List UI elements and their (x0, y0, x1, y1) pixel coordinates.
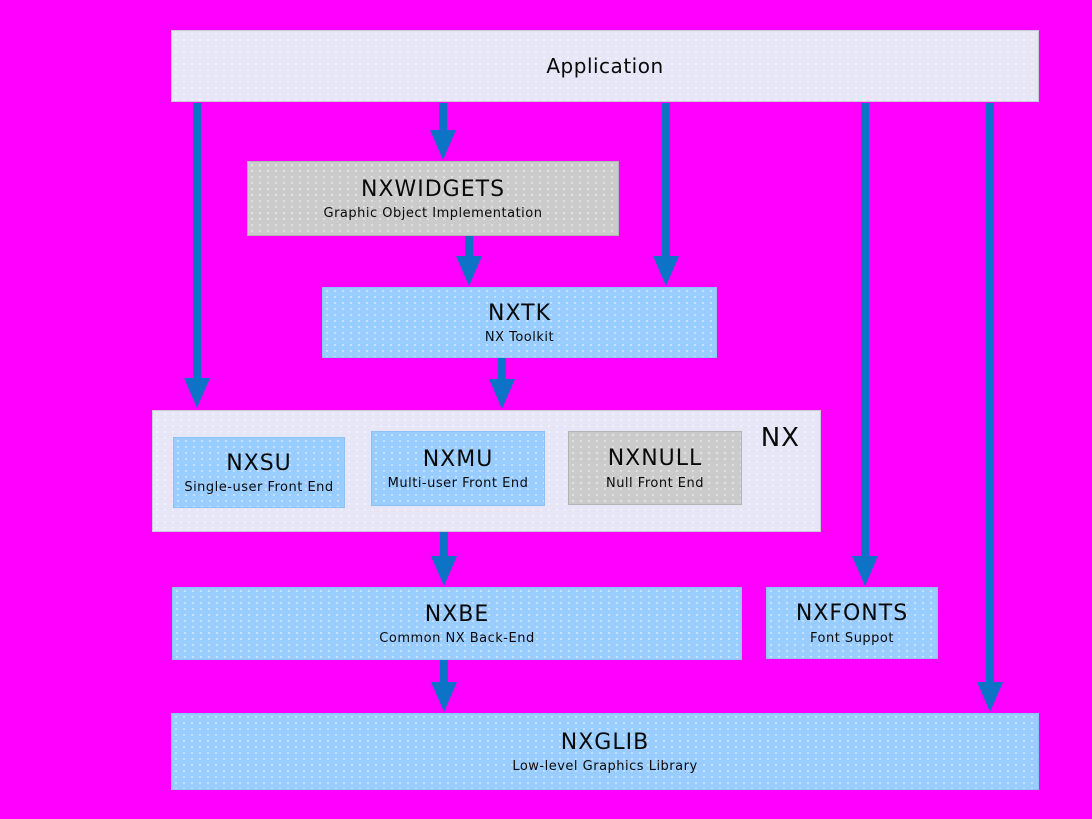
arrow-shaft (498, 358, 506, 379)
node-nxtk-label: NXTK (487, 300, 551, 326)
node-nxfonts: NXFONTS Font Suppot (766, 587, 938, 659)
arrow-application-to-nxwidgets (430, 103, 456, 160)
node-application: Application (171, 30, 1039, 102)
arrow-shaft (440, 660, 448, 682)
node-nxglib-label: NXGLIB (560, 729, 650, 755)
node-nxnull-sublabel: Null Front End (605, 475, 705, 491)
arrow-head-icon (489, 379, 515, 409)
node-nxsu-sublabel: Single-user Front End (184, 480, 334, 496)
arrow-head-icon (431, 682, 457, 712)
arrow-shaft (861, 103, 869, 556)
group-nx-label: NX (760, 423, 800, 453)
node-nxsu-label: NXSU (226, 450, 292, 476)
node-nxmu-label: NXMU (422, 446, 494, 472)
node-nxbe: NXBE Common NX Back-End (172, 587, 742, 660)
arrow-head-icon (977, 682, 1003, 712)
arrow-application-to-nxfonts (852, 103, 878, 586)
arrow-head-icon (430, 130, 456, 160)
arrow-nx-to-nxbe (431, 532, 457, 586)
node-nxmu-sublabel: Multi-user Front End (387, 476, 529, 492)
node-nxwidgets-sublabel: Graphic Object Implementation (323, 206, 543, 222)
node-nxglib: NXGLIB Low-level Graphics Library (171, 713, 1039, 790)
arrow-shaft (439, 103, 447, 130)
arrow-shaft (986, 103, 994, 682)
arrow-head-icon (653, 256, 679, 286)
node-nxbe-sublabel: Common NX Back-End (379, 631, 535, 647)
arrow-head-icon (431, 556, 457, 586)
arrow-nxwidgets-to-nxtk (456, 236, 482, 286)
node-nxglib-sublabel: Low-level Graphics Library (512, 759, 698, 775)
node-nxwidgets: NXWIDGETS Graphic Object Implementation (247, 161, 619, 236)
arrow-shaft (440, 532, 448, 556)
arrow-head-icon (852, 556, 878, 586)
arrow-shaft (193, 103, 201, 378)
arrow-nxbe-to-nxglib (431, 660, 457, 712)
arrow-head-icon (184, 378, 210, 408)
node-nxfonts-sublabel: Font Suppot (810, 630, 894, 646)
arrow-shaft (465, 236, 473, 256)
arrow-application-to-nx (184, 103, 210, 408)
node-nxnull: NXNULL Null Front End (568, 431, 742, 505)
node-nxtk-sublabel: NX Toolkit (484, 330, 555, 346)
arrow-application-to-nxtk (653, 103, 679, 286)
node-nxsu: NXSU Single-user Front End (173, 437, 345, 508)
node-nxmu: NXMU Multi-user Front End (371, 431, 545, 506)
node-nxbe-label: NXBE (424, 601, 490, 627)
arrow-application-to-nxglib (977, 103, 1003, 712)
arrow-head-icon (456, 256, 482, 286)
node-nxnull-label: NXNULL (607, 446, 703, 472)
node-nxwidgets-label: NXWIDGETS (360, 176, 506, 202)
node-nxfonts-label: NXFONTS (795, 601, 909, 627)
node-application-label: Application (546, 53, 664, 78)
arrow-shaft (662, 103, 670, 256)
node-nxtk: NXTK NX Toolkit (322, 287, 717, 358)
arrow-nxtk-to-nx (489, 358, 515, 409)
